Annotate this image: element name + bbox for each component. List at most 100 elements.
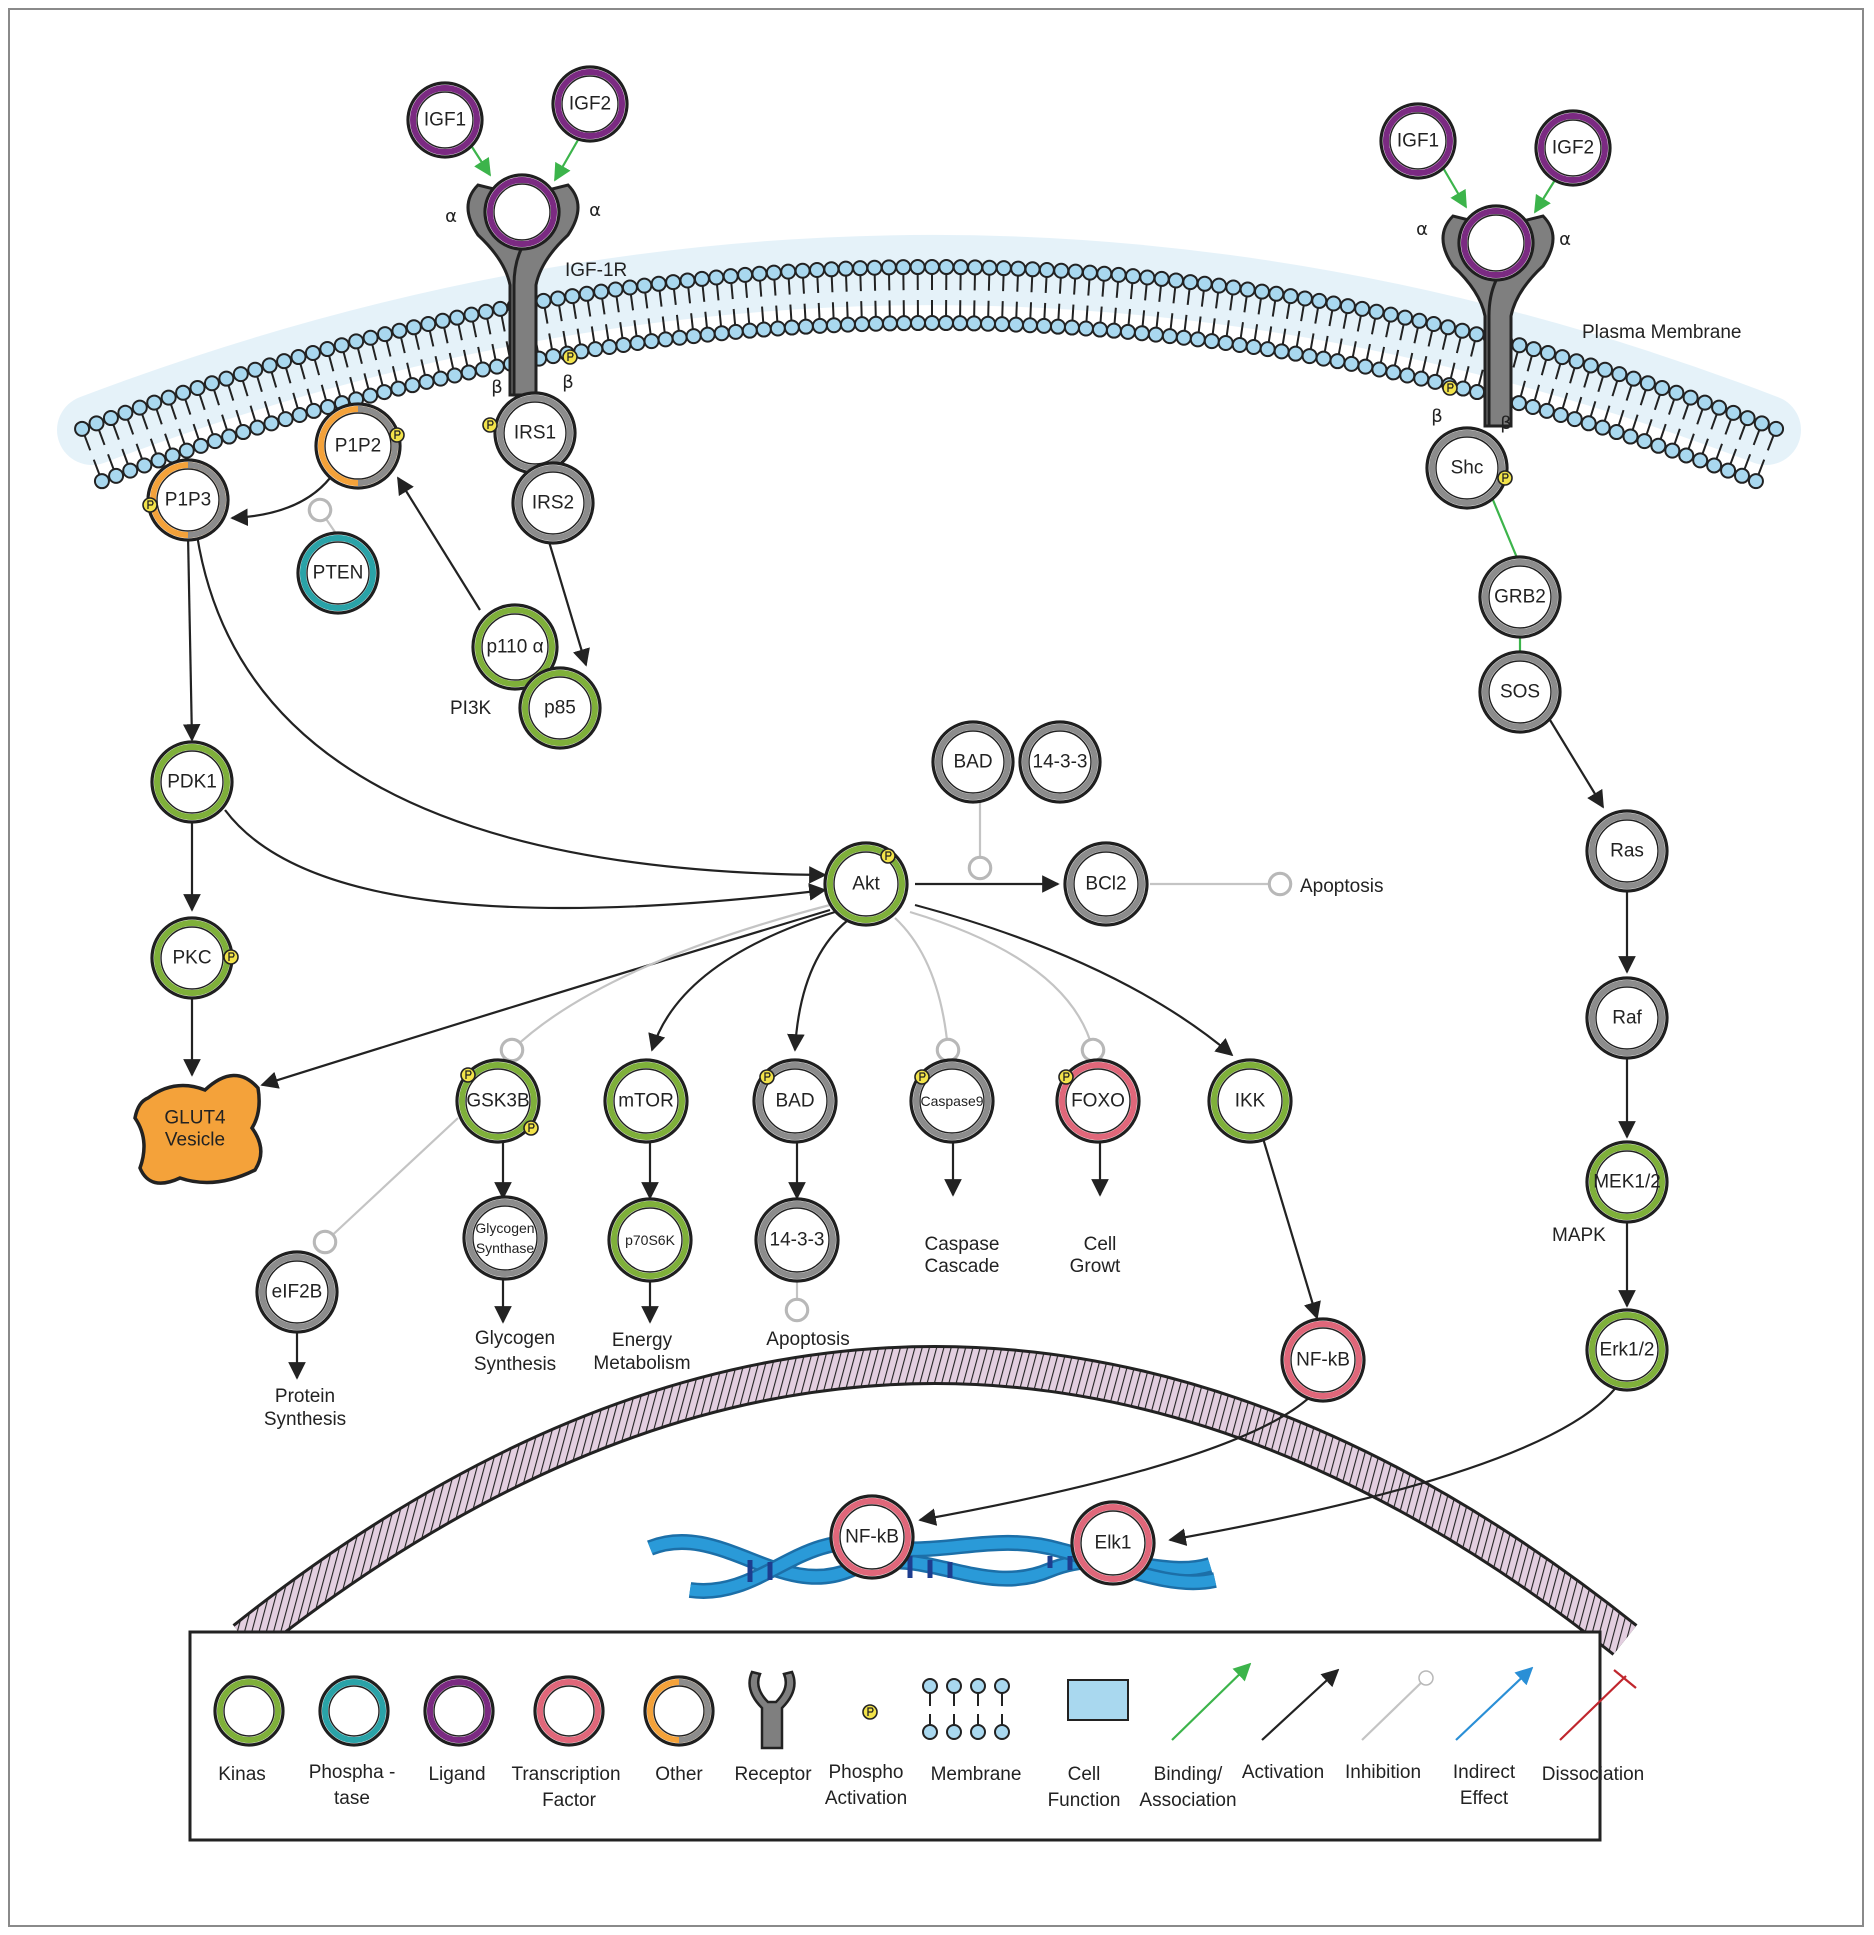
node-1433[interactable]: 14-3-3 (754, 1197, 840, 1283)
node-pkc[interactable]: PKC (150, 916, 234, 1000)
node-irs2[interactable]: IRS2 (511, 461, 595, 545)
legend-receptor-swatch (748, 1670, 796, 1750)
arrow-nfkb-dna (918, 1391, 1316, 1526)
legend-indirect-label-2: Effect (1460, 1788, 1509, 1809)
node-p1p2[interactable]: P1P2 (314, 402, 402, 490)
igf1r-label: IGF-1R (565, 260, 627, 281)
node-nfkb[interactable]: NF-kB (1280, 1317, 1366, 1403)
node-pten[interactable]: PTEN (296, 531, 380, 615)
node-irs1[interactable]: IRS1 (493, 391, 577, 475)
node-akt[interactable]: Akt (823, 841, 909, 927)
outcome-glycogen-synthesis-1: Glycogen (475, 1328, 555, 1349)
text-labels: α α β β IGF-1R α α β β Plasma Membrane P… (264, 200, 1742, 1430)
arrow-pdk1-akt (224, 809, 827, 910)
node-mtor[interactable]: mTOR (603, 1058, 689, 1144)
node-1433-top[interactable]: 14-3-3 (1018, 720, 1102, 804)
svg-text:PKC: PKC (172, 948, 211, 969)
node-p70s6k[interactable]: p70S6K (607, 1197, 693, 1283)
node-shc[interactable]: Shc (1425, 426, 1509, 510)
node-erk[interactable]: Erk1/2 (1585, 1308, 1669, 1392)
alpha-label-left-2: α (589, 200, 601, 221)
outcome-caspase-cascade-1: Caspase (925, 1234, 1000, 1255)
node-ikk[interactable]: IKK (1207, 1058, 1293, 1144)
node-grb2[interactable]: GRB2 (1478, 555, 1562, 639)
node-raf[interactable]: Raf (1585, 976, 1669, 1060)
outcome-protein-synthesis-2: Synthesis (264, 1409, 346, 1430)
svg-text:IKK: IKK (1235, 1091, 1266, 1112)
beta-label-right-1: β (1431, 406, 1443, 427)
legend-indirect-label-1: Indirect (1453, 1762, 1516, 1783)
svg-text:p85: p85 (544, 698, 576, 719)
arrow-akt-ikk (914, 903, 1234, 1057)
arrow-p1p2-p1p3 (230, 477, 331, 527)
node-ras[interactable]: Ras (1585, 809, 1669, 893)
svg-text:GRB2: GRB2 (1494, 587, 1546, 608)
node-p85[interactable]: p85 (518, 666, 602, 750)
svg-text:Ras: Ras (1610, 841, 1644, 862)
outcome-apoptosis-bad: Apoptosis (766, 1329, 849, 1350)
ligand-igf2-right[interactable]: IGF2 (1534, 109, 1612, 187)
outcome-glycogen-synthesis-2: Synthesis (474, 1354, 556, 1375)
svg-text:14-3-3: 14-3-3 (1033, 752, 1088, 773)
legend: Kinas Phospha - tase Ligand Transcriptio… (188, 1630, 1644, 1842)
binding-arrow-igf1-right (1441, 165, 1467, 209)
legend-tf-swatch (533, 1675, 605, 1747)
legend-cell-function-label-2: Function (1048, 1790, 1121, 1811)
node-pdk1[interactable]: PDK1 (150, 740, 234, 824)
arrow-akt-mtor (648, 910, 836, 1052)
legend-dissociation-line (1559, 1675, 1627, 1741)
svg-text:P1P3: P1P3 (165, 490, 211, 511)
arrow-irs2-p85 (545, 534, 590, 667)
inhibit-pten-p1p2 (307, 497, 338, 536)
beta-label-left-2: β (562, 372, 574, 393)
arrow-p110-p1p2 (397, 476, 481, 611)
outcome-apoptosis-bcl2: Apoptosis (1300, 876, 1383, 897)
node-sos[interactable]: SOS (1478, 650, 1562, 734)
svg-text:GSK3B: GSK3B (466, 1091, 529, 1112)
legend-tf-label-1: Transcription (511, 1764, 620, 1785)
legend-cell-function-swatch (1067, 1679, 1129, 1721)
glut4-vesicle[interactable]: GLUT4 Vesicle (133, 1073, 263, 1185)
legend-ligand-swatch (423, 1675, 495, 1747)
node-caspase9[interactable]: Caspase9 (909, 1058, 995, 1144)
ligand-igf1-left[interactable]: IGF1 (406, 81, 484, 159)
legend-inhibition-label: Inhibition (1345, 1762, 1421, 1783)
svg-text:14-3-3: 14-3-3 (770, 1230, 825, 1251)
node-nfkb-dna[interactable]: NF-kB (829, 1494, 915, 1580)
legend-cell-function-label-1: Cell (1068, 1764, 1101, 1785)
ligand-igf2-left[interactable]: IGF2 (551, 65, 629, 143)
phospho-dots (142, 349, 1513, 1136)
node-bad[interactable]: BAD (752, 1058, 838, 1144)
legend-dissociation-label: Dissociation (1542, 1764, 1644, 1785)
svg-text:NF-kB: NF-kB (1296, 1350, 1350, 1371)
arrow-akt-bad (787, 919, 849, 1052)
node-eif2b[interactable]: eIF2B (255, 1250, 339, 1334)
inhibit-akt-gsk3b (499, 903, 831, 1063)
pi3k-label: PI3K (450, 698, 492, 719)
node-p1p3[interactable]: P1P3 (146, 458, 230, 542)
node-foxo[interactable]: FOXO (1055, 1058, 1141, 1144)
svg-text:Synthase: Synthase (476, 1240, 535, 1256)
svg-text:MEK1/2: MEK1/2 (1593, 1172, 1661, 1193)
svg-text:IGF1: IGF1 (1397, 131, 1439, 152)
legend-receptor-label: Receptor (734, 1764, 812, 1785)
outcome-cell-growth-2: Growt (1070, 1256, 1121, 1277)
glut4-label-line2: Vesicle (165, 1130, 225, 1151)
svg-text:FOXO: FOXO (1071, 1091, 1125, 1112)
inhibit-gsk3b-eif2b (312, 1117, 459, 1255)
svg-text:Akt: Akt (852, 874, 880, 895)
node-gsk3b[interactable]: GSK3B (455, 1058, 541, 1144)
figure-frame (8, 8, 1864, 1927)
connectors (182, 132, 1636, 1546)
svg-text:Glycogen: Glycogen (475, 1220, 534, 1236)
legend-phosphatase-label-2: tase (334, 1788, 370, 1809)
node-elk1[interactable]: Elk1 (1070, 1500, 1156, 1586)
node-p110[interactable]: p110 α (471, 603, 559, 691)
node-bad-top[interactable]: BAD (931, 720, 1015, 804)
node-bcl2[interactable]: BCl2 (1063, 841, 1149, 927)
node-mek[interactable]: MEK1/2 (1585, 1140, 1669, 1224)
ligand-igf1-right[interactable]: IGF1 (1379, 102, 1457, 180)
mapk-label: MAPK (1552, 1225, 1606, 1246)
svg-text:Caspase9: Caspase9 (920, 1093, 983, 1109)
